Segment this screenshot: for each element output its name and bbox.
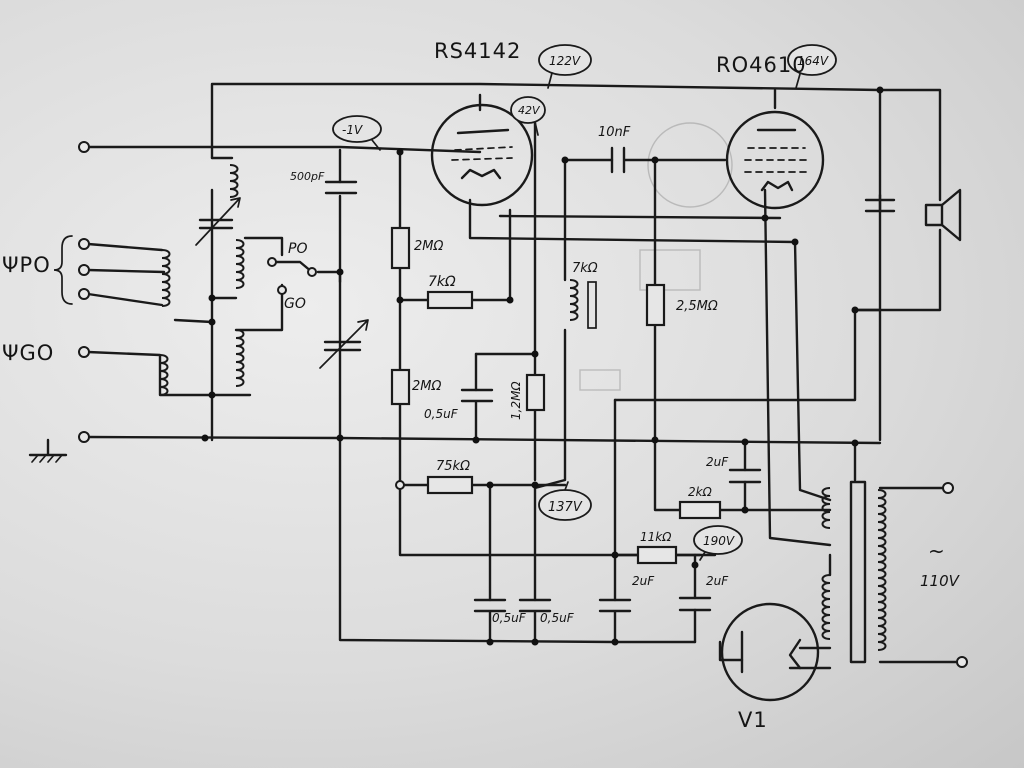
voltage-input-screen: 42V (518, 104, 541, 117)
tube-label-v1: V1 (738, 708, 768, 732)
antenna-label-po: ΨPO (2, 253, 51, 277)
speaker-icon (924, 188, 962, 242)
resistors (390, 226, 722, 565)
label-c-f2: 0,5uF (540, 611, 575, 625)
voltage-b-plus-2: 190V (703, 534, 735, 548)
labels: RS4142 RO4610 V1 122V 42V -1V 164V 137V … (2, 39, 961, 732)
switch-label-po: PO (288, 241, 307, 257)
voltage-output-plate: 164V (797, 54, 829, 68)
voltage-input-grid: -1V (342, 123, 363, 137)
label-r-grid-top: 2MΩ (414, 239, 443, 254)
rf-coils (159, 164, 597, 396)
ground-icon (28, 438, 68, 463)
label-r-grid-out: 2,5MΩ (676, 299, 718, 314)
antenna-label-go: ΨGO (2, 341, 54, 365)
tube-label-ro4610: RO4610 (716, 53, 807, 77)
wiring (86, 82, 962, 670)
voltage-bubbles (332, 44, 837, 561)
tube-label-rs4142: RS4142 (434, 39, 521, 63)
voltage-input-plate: 122V (549, 54, 581, 68)
label-r-cathode: 2kΩ (688, 485, 713, 499)
rectifier-tube (720, 602, 820, 702)
label-c-f1: 0,5uF (492, 611, 527, 625)
tube-ro4610 (725, 88, 825, 210)
label-r-screen: 7kΩ (428, 274, 456, 290)
label-r-filter2: 11kΩ (640, 530, 672, 544)
label-c-2uf-a: 2uF (632, 574, 655, 588)
label-c-coupling: 10nF (598, 125, 631, 140)
label-c-2uf-b: 2uF (706, 574, 729, 588)
label-c-grid: 500pF (290, 170, 325, 183)
power-transformer (821, 480, 887, 664)
antenna-bracket (53, 235, 73, 305)
tube-rs4142 (430, 103, 534, 207)
voltage-b-plus-1: 137V (548, 500, 583, 515)
label-c-bypass: 0,5uF (424, 407, 459, 421)
show-through-ghost (579, 122, 840, 401)
antenna-wires (86, 236, 342, 397)
variable-capacitors (195, 197, 369, 369)
fixed-capacitors (324, 146, 896, 613)
label-r-12: 1,2MΩ (509, 381, 523, 420)
label-r-filter1: 75kΩ (436, 459, 470, 474)
junction-dots (201, 86, 884, 646)
label-c-2uf-top: 2uF (706, 455, 729, 469)
label-r-grid-bottom: 2MΩ (412, 379, 441, 394)
switch-label-go: GO (284, 296, 306, 312)
label-choke: 7kΩ (572, 261, 598, 276)
terminals (78, 141, 968, 668)
label-mains-voltage: 110V (920, 572, 961, 590)
label-mains-symbol: ~ (928, 539, 945, 563)
